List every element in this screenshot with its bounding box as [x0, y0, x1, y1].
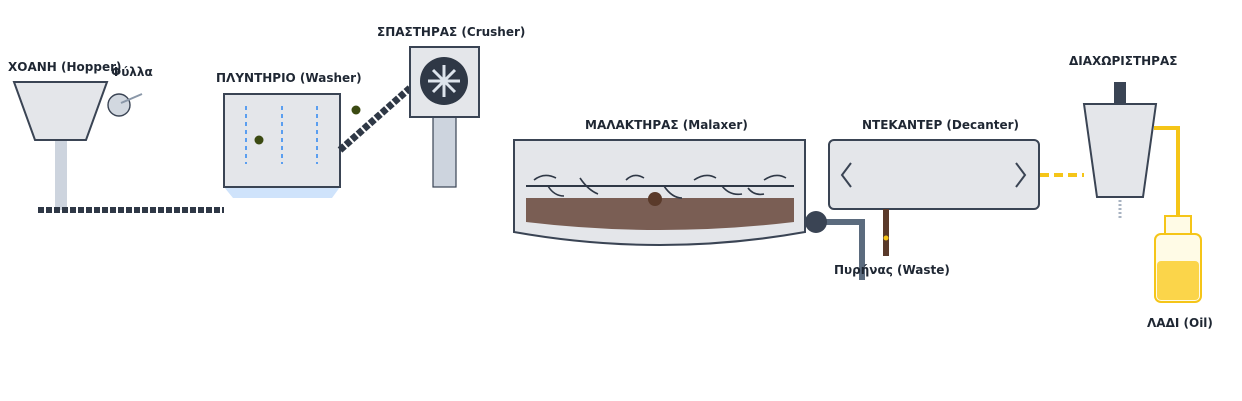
crusher-stand: [432, 116, 457, 188]
olive-on-conveyor: [351, 105, 361, 115]
bottle-neck: [1164, 215, 1192, 235]
oil-bottle: [1154, 215, 1202, 303]
olive-paste: [526, 198, 794, 230]
fan-icon: [107, 93, 131, 117]
oil-label: ΛΑΔΙ (Oil): [1147, 316, 1213, 330]
decanter-label: ΝΤΕΚΑΝΤΕΡ (Decanter): [862, 118, 1019, 132]
decanter-right-chevron-icon: [1015, 162, 1027, 188]
separator-motor: [1114, 82, 1126, 104]
oil-pipe: [1154, 126, 1180, 216]
leaves-fan: [107, 93, 143, 117]
bottle-oil-fill: [1157, 261, 1199, 300]
malaxer-label: ΜΑΛΑΚΤΗΡΑΣ (Malaxer): [585, 118, 748, 132]
washer-label: ΠΛΥΝΤΗΡΙΟ (Washer): [216, 71, 362, 85]
olive-in-washer: [254, 135, 264, 145]
hopper-stand: [55, 140, 67, 210]
waste-outlet-pipe: [883, 209, 889, 256]
waste-drop: [883, 235, 889, 241]
decanter: [828, 139, 1040, 210]
decanter-left-chevron-icon: [840, 162, 852, 188]
separator: [1082, 82, 1158, 220]
crusher-hub: [440, 77, 448, 85]
washer: [223, 93, 341, 198]
crusher: [409, 46, 480, 188]
leaves-label: Φύλλα: [111, 65, 153, 79]
mixer-hub: [648, 192, 662, 206]
inclined-conveyor: [337, 85, 413, 153]
mixer-blades-icon: [533, 174, 787, 199]
waste-label: Πυρήνας (Waste): [834, 263, 950, 277]
crusher-label: ΣΠΑΣΤΗΡΑΣ (Crusher): [377, 25, 525, 39]
separator-bowl: [1082, 103, 1158, 198]
paste-outlet-pipe: [816, 219, 865, 280]
fan-exhaust-pipe: [120, 93, 143, 104]
pump-icon: [805, 211, 827, 233]
washer-water-tray: [224, 187, 340, 198]
hopper: [12, 81, 109, 210]
hopper-label: ΧΟΑΝΗ (Hopper): [8, 60, 122, 74]
decanter-drum: [828, 139, 1040, 210]
malaxer: [513, 139, 806, 246]
separator-label: ΔΙΑΧΩΡΙΣΤΗΡΑΣ: [1069, 54, 1177, 68]
hopper-funnel: [12, 81, 109, 141]
